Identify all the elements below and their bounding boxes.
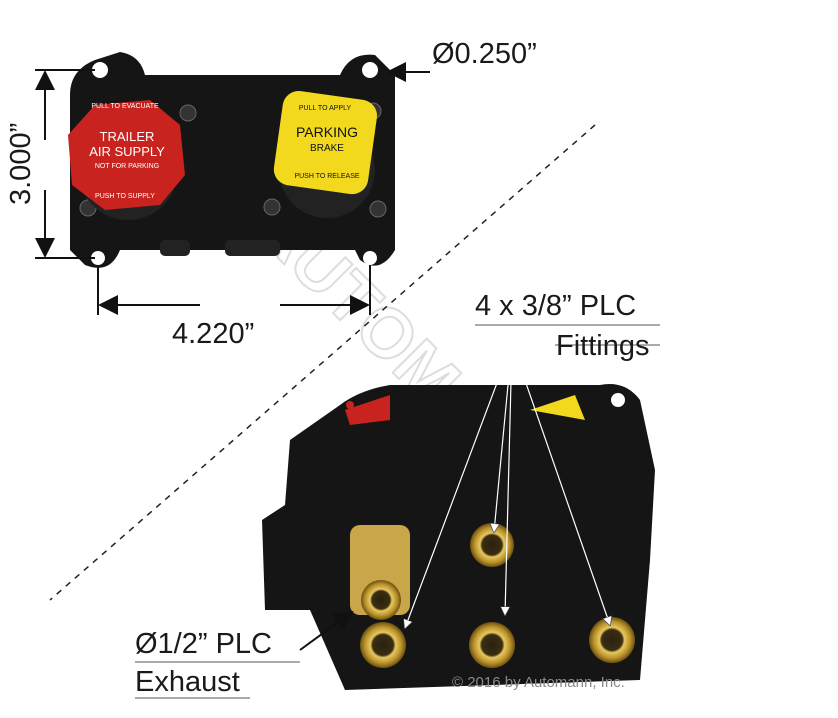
dimension-lines	[35, 62, 430, 315]
svg-text:TRAILER: TRAILER	[100, 129, 155, 144]
exhaust-label-line1: Ø1/2” PLC	[135, 628, 272, 660]
copyright-notice: © 2016 by Automann, Inc.	[452, 674, 625, 691]
svg-text:PULL TO EVACUATE: PULL TO EVACUATE	[91, 103, 159, 110]
svg-text:PUSH TO SUPPLY: PUSH TO SUPPLY	[95, 193, 155, 200]
svg-text:AIR SUPPLY: AIR SUPPLY	[89, 144, 165, 159]
height-dimension-label: 3.000”	[5, 123, 37, 205]
svg-text:PUSH TO RELEASE: PUSH TO RELEASE	[294, 173, 359, 180]
exhaust-label-line2: Exhaust	[135, 666, 240, 698]
svg-text:PULL TO APPLY: PULL TO APPLY	[299, 105, 352, 112]
hole-diameter-label: Ø0.250”	[432, 38, 537, 70]
divider-dashed-line	[49, 124, 596, 601]
exhaust-leader-line	[299, 610, 354, 651]
trailer-air-supply-knob: PULL TO EVACUATE TRAILER AIR SUPPLY NOT …	[68, 100, 185, 210]
width-dimension-label: 4.220”	[172, 318, 255, 350]
callout-underlines	[135, 324, 660, 699]
fittings-leader-lines	[405, 342, 610, 628]
svg-text:PARKING: PARKING	[296, 124, 358, 140]
fittings-label-line2: Fittings	[556, 330, 650, 362]
fittings-label-line1: 4 x 3/8” PLC	[475, 290, 637, 322]
parking-brake-knob: PULL TO APPLY PARKING BRAKE PUSH TO RELE…	[273, 90, 378, 195]
plc-fittings	[360, 523, 635, 668]
svg-text:BRAKE: BRAKE	[310, 143, 344, 154]
rear-view-valve	[262, 384, 655, 690]
svg-text:NOT FOR PARKING: NOT FOR PARKING	[95, 163, 159, 170]
